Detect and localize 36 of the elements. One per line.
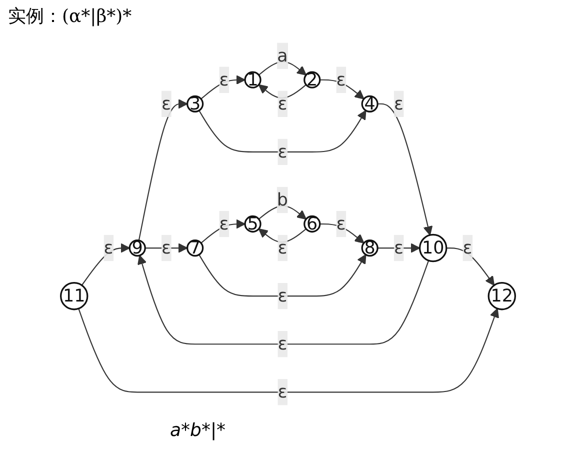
- title: 实例：(α*|β*)*: [8, 5, 132, 28]
- arrow: [138, 255, 430, 345]
- node-circle: 12: [488, 282, 516, 310]
- arrow: [198, 110, 366, 152]
- node-circle: 9: [128, 239, 146, 257]
- edge-label: ε: [278, 237, 288, 258]
- node-circle: 11: [60, 282, 88, 310]
- arrow: [378, 103, 433, 236]
- edge-label: ε: [394, 92, 404, 114]
- node-circle: 10: [418, 234, 448, 262]
- node-circle: 8: [361, 239, 378, 257]
- edge-label: ε: [104, 237, 114, 258]
- edge-label: ε: [161, 92, 171, 114]
- node-circle: 5: [244, 215, 262, 233]
- edge-label: ε: [278, 381, 288, 402]
- node-circle: 1: [244, 71, 262, 88]
- expression-note: a*b*|*: [170, 420, 226, 441]
- edge-label: ε: [278, 333, 288, 354]
- edge-label: a: [277, 44, 288, 66]
- arrow: [138, 99, 188, 241]
- edge-label: ε: [161, 237, 171, 258]
- node-circle: 6: [304, 215, 321, 233]
- edge-label: ε: [336, 213, 346, 234]
- edge-label: ε: [278, 141, 288, 162]
- edge-label: ε: [219, 213, 229, 234]
- edge-label: ε: [462, 237, 472, 258]
- arrow: [198, 254, 366, 297]
- edge-label: b: [276, 189, 288, 210]
- edge-label: ε: [278, 285, 288, 306]
- edge-label: ε: [278, 92, 288, 114]
- edge-label: ε: [394, 237, 404, 258]
- arrow: [78, 308, 499, 393]
- node-circle: 2: [304, 71, 321, 88]
- edge-label: ε: [219, 68, 229, 90]
- node-circle: 4: [361, 95, 378, 112]
- edge-label: ε: [336, 68, 346, 90]
